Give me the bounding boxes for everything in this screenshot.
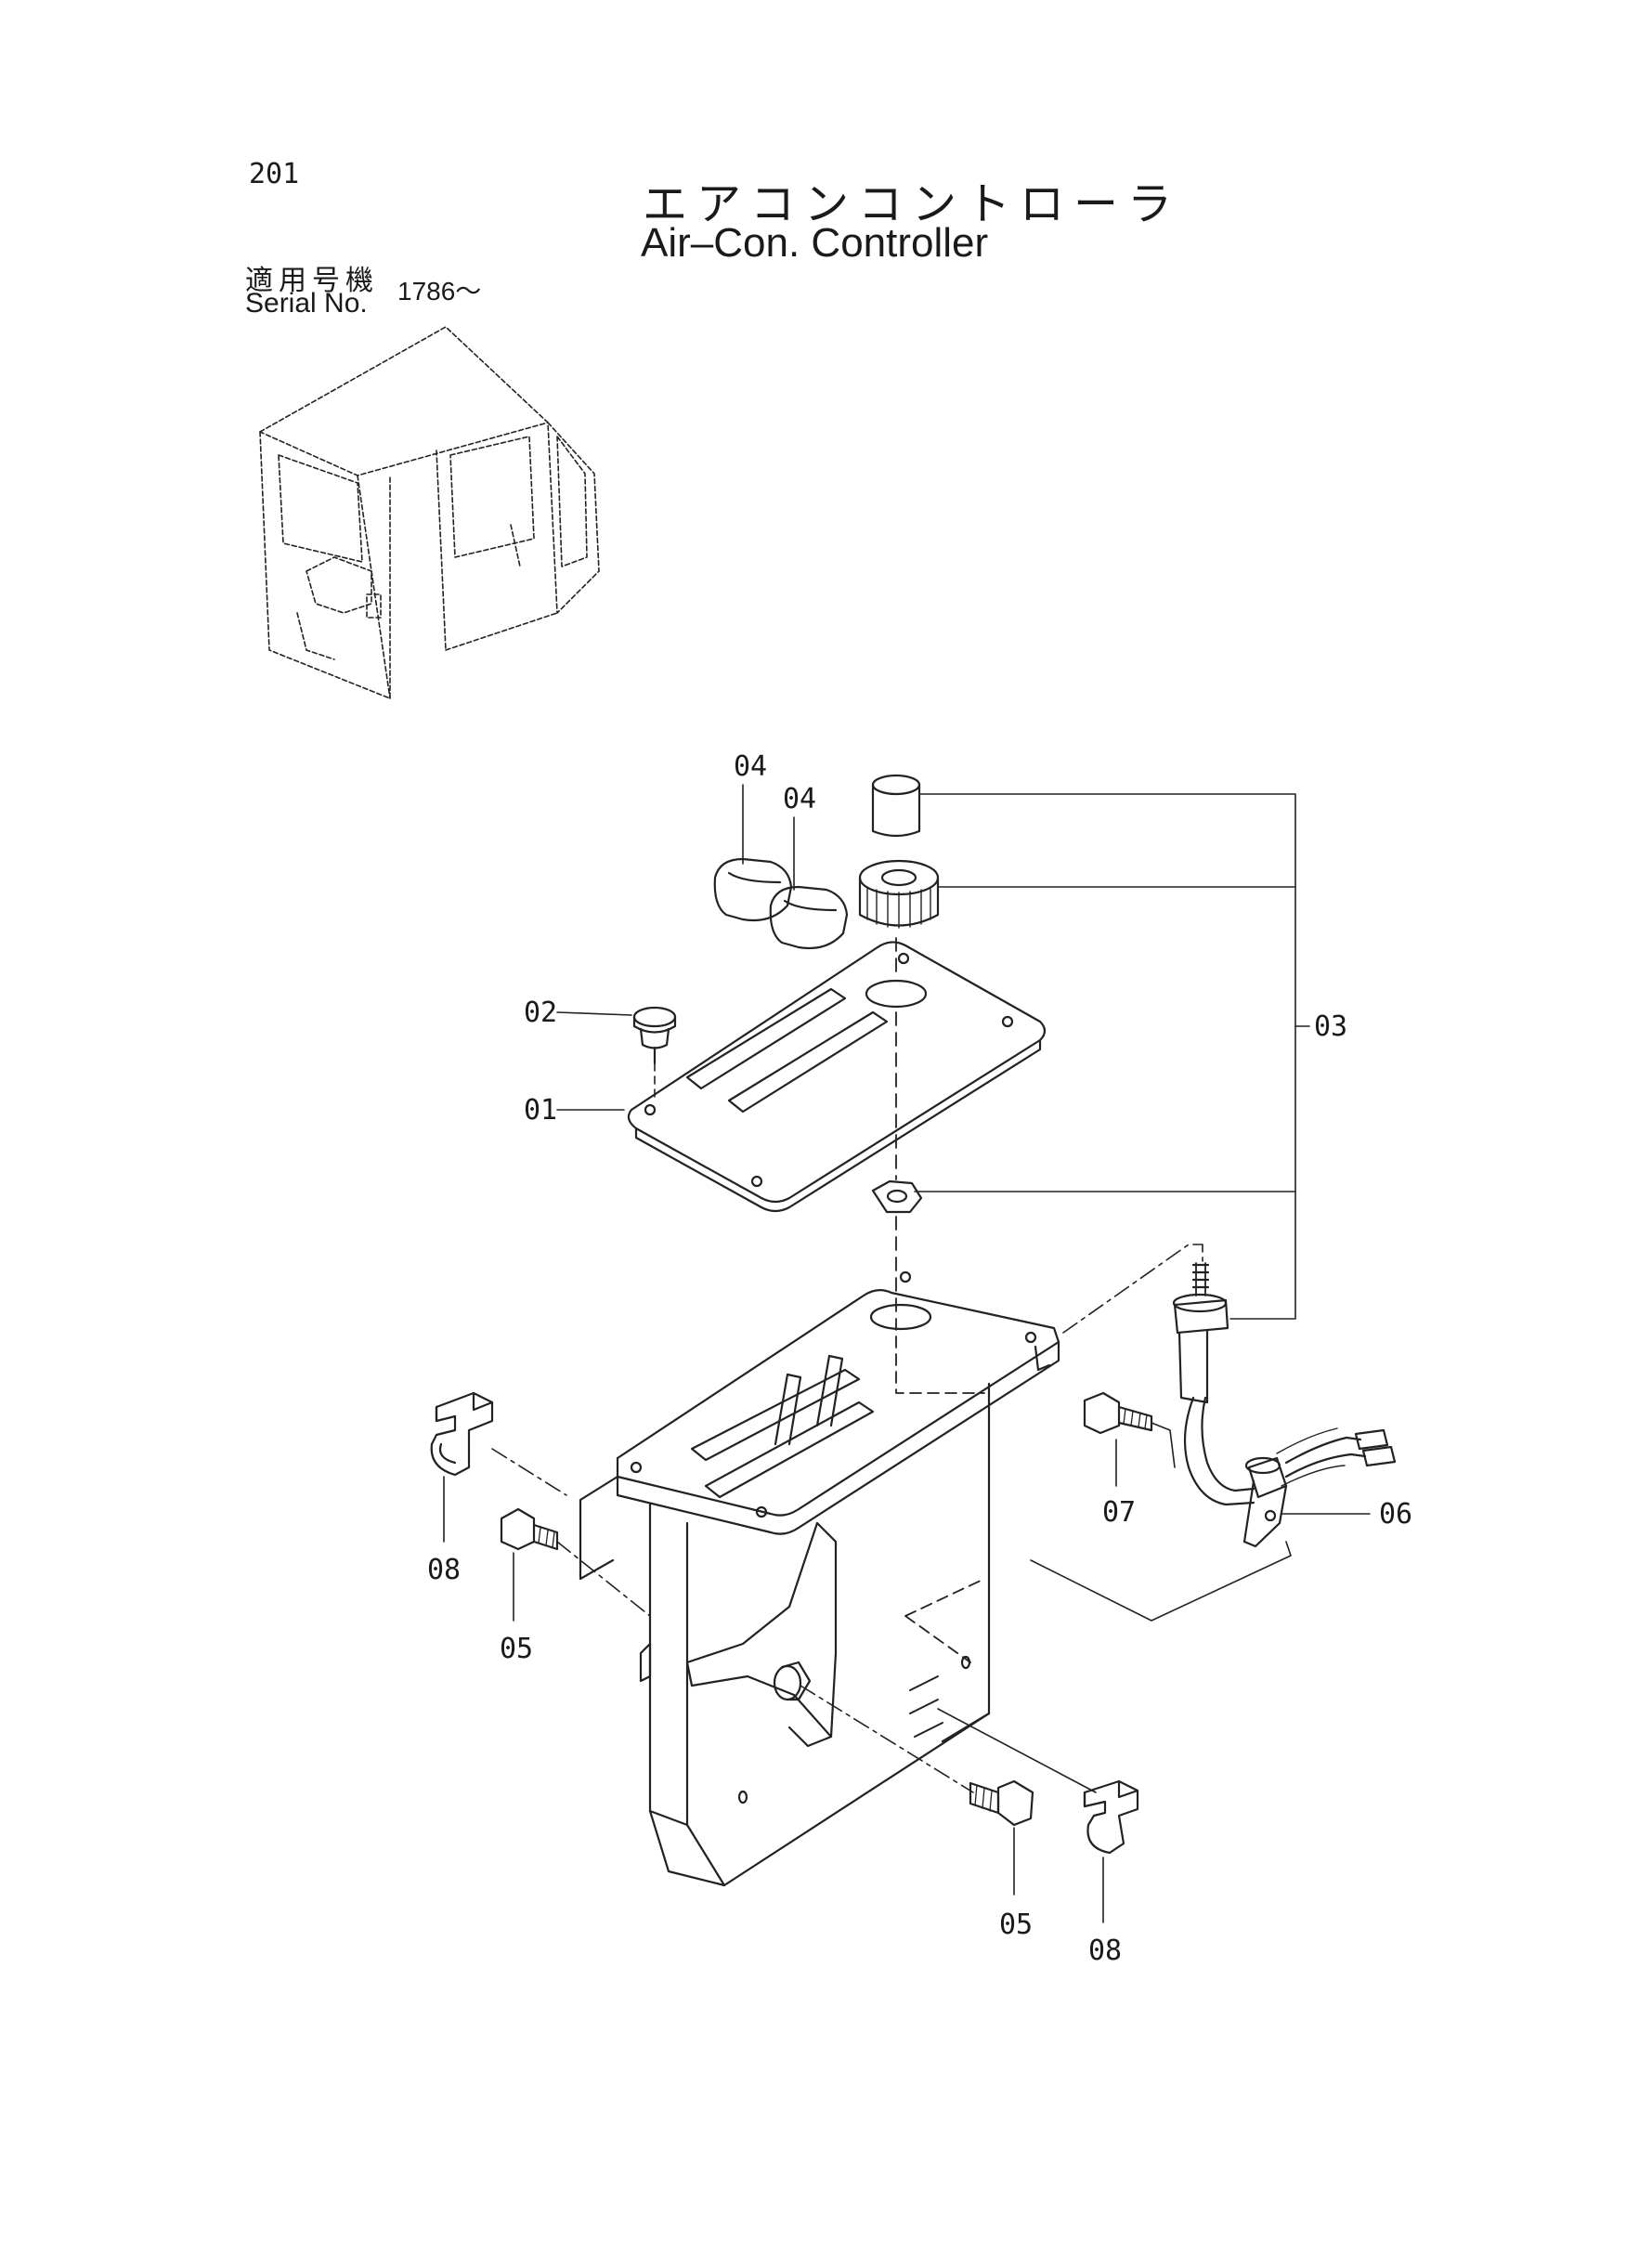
bolt-left — [500, 1507, 559, 1551]
clip-left — [430, 1391, 494, 1477]
push-pin — [632, 1006, 677, 1065]
serial-label: Serial No. — [245, 288, 368, 319]
bolt-lower — [969, 1779, 1034, 1827]
serial-number-value: 1786～ — [397, 277, 482, 306]
callout-06: 06 — [1379, 1498, 1412, 1531]
knurled-knob — [858, 859, 940, 929]
hex-nut — [871, 1179, 923, 1214]
callout-02: 02 — [524, 997, 557, 1029]
cab-location-thumbnail — [259, 326, 600, 699]
clip-right — [1083, 1779, 1139, 1855]
serial-label-japanese: 適用号機 — [245, 265, 379, 297]
page-title: Air–Con. Controller — [641, 220, 989, 266]
callout-08-b: 08 — [1088, 1935, 1122, 1967]
callout-04-a: 04 — [734, 750, 767, 783]
cable-actuator — [1172, 1262, 1397, 1548]
knob-cap — [871, 774, 921, 838]
page-number: 201 — [249, 158, 300, 190]
cover-plate — [627, 941, 1047, 1213]
page-title-japanese: エアコンコントローラ — [643, 178, 1182, 230]
callout-04-b: 04 — [783, 783, 816, 815]
callout-08-a: 08 — [427, 1554, 461, 1586]
controller-bracket — [579, 1270, 1060, 1887]
callout-05-b: 05 — [999, 1909, 1033, 1941]
leader-lines — [443, 784, 1371, 1923]
lever-knob-b — [769, 885, 849, 950]
lever-knob-a — [713, 857, 793, 922]
callout-05-a: 05 — [500, 1633, 533, 1665]
alignment-lines — [491, 1244, 1292, 1793]
bolt-upper — [1083, 1391, 1153, 1435]
callout-01: 01 — [524, 1094, 557, 1127]
callout-03: 03 — [1314, 1010, 1347, 1043]
callout-07: 07 — [1102, 1496, 1136, 1529]
